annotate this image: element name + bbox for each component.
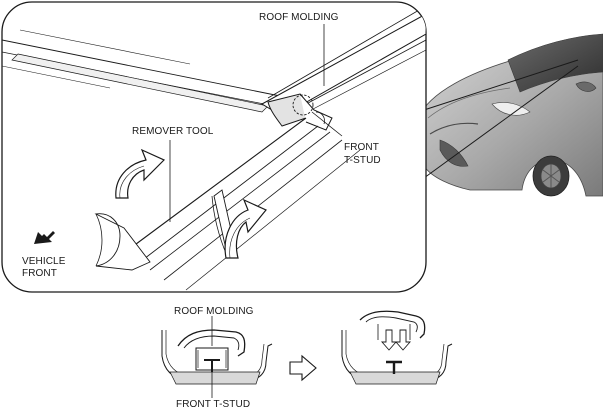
- outline-right-arrow-icon: [289, 354, 317, 382]
- section-roof-molding-label: ROOF MOLDING: [174, 306, 254, 317]
- section-front-tstud-label: FRONT T-STUD: [176, 399, 251, 410]
- section-after: [341, 310, 453, 385]
- zoom-connector-upper: [423, 59, 579, 111]
- vehicle-front-label-line2: FRONT: [22, 268, 57, 279]
- roof-molding-label: ROOF MOLDING: [259, 12, 339, 23]
- leader-front-tstud: [311, 111, 343, 137]
- tstud-highlight-circle: [292, 94, 314, 116]
- curved-up-arrow-icon: [115, 148, 166, 199]
- curved-up-arrow-icon: [224, 198, 267, 259]
- vehicle-front-label-line1: VEHICLE: [22, 256, 66, 267]
- remover-tool-label: REMOVER TOOL: [132, 126, 214, 137]
- section-before: [161, 316, 273, 398]
- vehicle-front-arrow-icon: [34, 231, 55, 244]
- zoom-connector-lower: [423, 65, 579, 179]
- front-tstud-label-line2: T-STUD: [344, 155, 381, 166]
- detail-view: [1, 1, 427, 293]
- car-illustration: [414, 33, 603, 197]
- front-tstud-label-line1: FRONT: [344, 142, 379, 153]
